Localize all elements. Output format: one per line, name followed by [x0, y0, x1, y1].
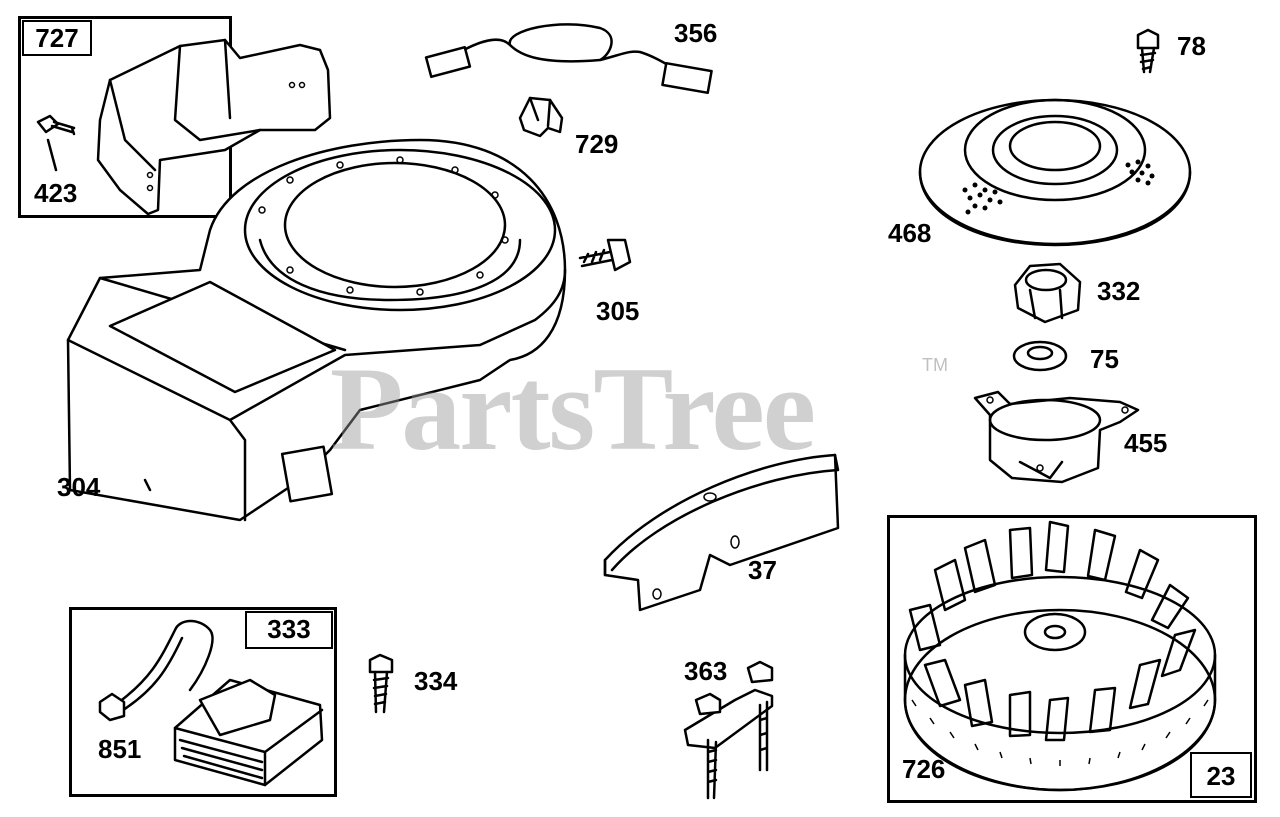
part-label-332[interactable]: 332 [1097, 276, 1141, 306]
flywheel-726-drawing [903, 520, 1217, 792]
blower-housing-304-drawing [66, 138, 567, 522]
shroud-deflector-727-drawing [96, 38, 332, 216]
bracket-363-drawing [683, 660, 774, 800]
armature-333-drawing [98, 619, 324, 787]
part-label-363[interactable]: 363 [684, 656, 728, 686]
screw-334-drawing [368, 653, 394, 714]
wire-356-drawing [424, 23, 713, 95]
part-label-334[interactable]: 334 [414, 666, 458, 696]
group-box-23 [887, 515, 1257, 803]
part-label-305[interactable]: 305 [596, 296, 640, 326]
part-label-423[interactable]: 423 [34, 178, 78, 208]
watermark-text: PartsTree [330, 342, 816, 475]
part-label-468[interactable]: 468 [888, 218, 932, 248]
screw-423-drawing [36, 114, 76, 172]
box-label-333[interactable]: 333 [245, 611, 333, 649]
washer-75-drawing [1012, 340, 1068, 372]
rotating-screen-468-drawing [918, 98, 1192, 247]
group-box-333 [69, 607, 337, 797]
box-label-23[interactable]: 23 [1190, 752, 1252, 798]
starter-cup-455-drawing [973, 390, 1140, 484]
screw-78-drawing [1136, 28, 1160, 74]
part-label-78[interactable]: 78 [1177, 31, 1206, 61]
trademark-mark: TM [922, 355, 948, 375]
part-label-356[interactable]: 356 [674, 18, 718, 48]
part-label-729[interactable]: 729 [575, 129, 619, 159]
part-label-75[interactable]: 75 [1090, 344, 1119, 374]
part-label-455[interactable]: 455 [1124, 428, 1168, 458]
part-label-37[interactable]: 37 [748, 555, 777, 585]
grommet-729-drawing [518, 96, 564, 138]
nut-332-drawing [1013, 262, 1082, 324]
air-guide-37-drawing [603, 453, 840, 612]
part-label-851[interactable]: 851 [98, 734, 142, 764]
part-label-304[interactable]: 304 [57, 472, 101, 502]
box-label-727[interactable]: 727 [22, 20, 92, 56]
screw-305-drawing [578, 238, 632, 272]
part-label-726[interactable]: 726 [902, 754, 946, 784]
